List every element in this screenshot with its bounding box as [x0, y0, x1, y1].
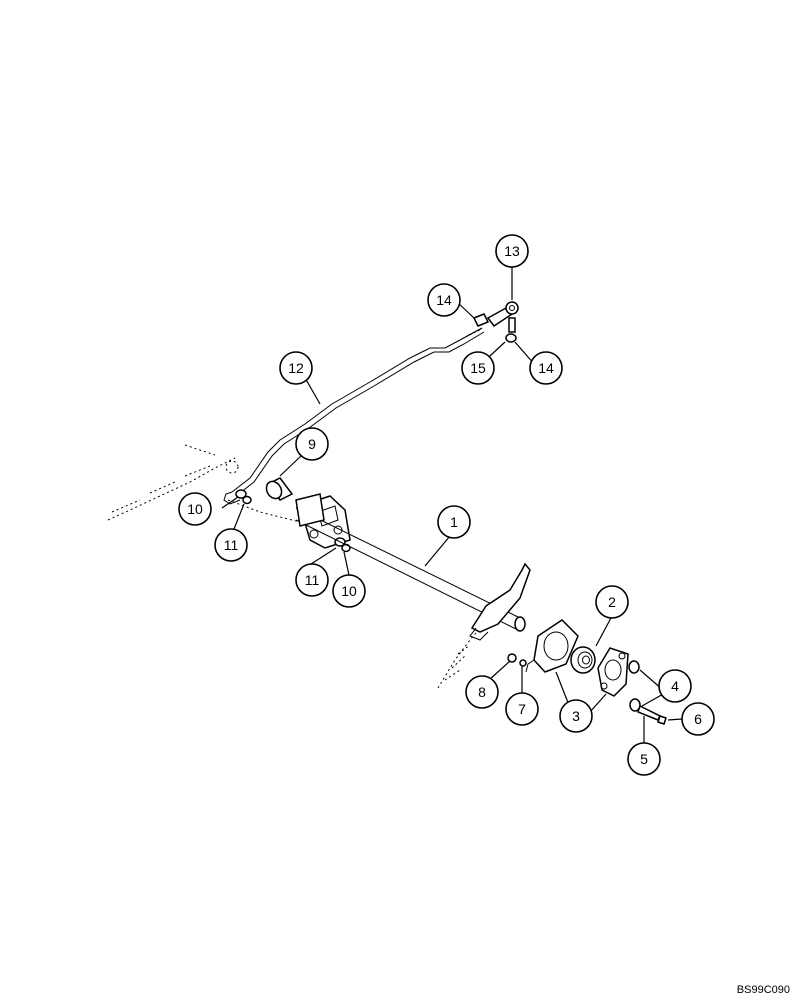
- spacers: [628, 660, 641, 712]
- svg-text:5: 5: [640, 751, 648, 767]
- bushing: [265, 477, 294, 501]
- svg-text:6: 6: [694, 711, 702, 727]
- callout-11-right: 11: [295, 563, 329, 597]
- svg-text:11: 11: [305, 572, 320, 588]
- svg-text:12: 12: [288, 360, 304, 376]
- pedal-shaft: [295, 493, 526, 632]
- callout-14-lower: 14: [529, 351, 563, 385]
- ghost-floor-bracket: [437, 627, 481, 689]
- svg-text:11: 11: [224, 537, 239, 553]
- callout-6: 6: [681, 702, 715, 736]
- bearing: [570, 646, 596, 674]
- callout-5: 5: [627, 742, 661, 776]
- callout-10-right: 10: [332, 574, 366, 608]
- callout-9: 9: [295, 427, 329, 461]
- callout-1: 1: [437, 505, 471, 539]
- svg-text:3: 3: [572, 708, 580, 724]
- svg-text:14: 14: [436, 292, 452, 308]
- svg-text:10: 10: [341, 583, 357, 599]
- svg-text:4: 4: [671, 678, 679, 694]
- flange-outer: [597, 647, 629, 697]
- rod-end: [486, 301, 519, 333]
- svg-text:7: 7: [518, 701, 526, 717]
- lower-washer-nut: [505, 333, 517, 343]
- callout-10-left: 10: [178, 492, 212, 526]
- callout-15: 15: [461, 351, 495, 385]
- svg-text:8: 8: [478, 684, 486, 700]
- svg-text:9: 9: [308, 436, 316, 452]
- svg-text:15: 15: [470, 360, 486, 376]
- ghost-linkage-left: [107, 444, 301, 523]
- bolt: [637, 704, 667, 725]
- callout-4: 4: [658, 669, 692, 703]
- svg-text:10: 10: [187, 501, 203, 517]
- svg-text:1: 1: [450, 514, 458, 530]
- svg-text:13: 13: [504, 243, 520, 259]
- small-nut-washer: [507, 653, 527, 667]
- control-rod: [223, 327, 485, 505]
- svg-text:14: 14: [538, 360, 554, 376]
- callout-12: 12: [279, 351, 313, 385]
- callout-7: 7: [505, 692, 539, 726]
- callout-2: 2: [595, 585, 629, 619]
- flange-gasket: [525, 619, 579, 673]
- pedal-arm: [469, 562, 531, 641]
- callout-8: 8: [465, 675, 499, 709]
- left-washer-nut: [235, 489, 252, 505]
- callout-11-left: 11: [214, 528, 248, 562]
- callout-14-upper: 14: [427, 283, 461, 317]
- jam-nut: [472, 313, 490, 327]
- svg-text:2: 2: [608, 594, 616, 610]
- callout-3-left: 3: [559, 699, 593, 733]
- figure-reference-code: BS99C090: [736, 984, 790, 996]
- callout-13: 13: [495, 234, 529, 268]
